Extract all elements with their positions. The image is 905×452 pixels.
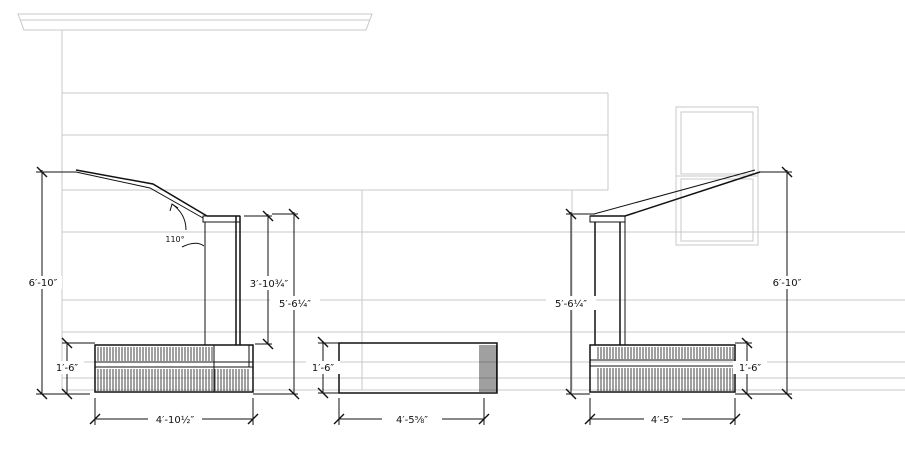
bench-end-slats xyxy=(479,345,497,392)
bench-slats xyxy=(597,368,734,391)
middle-bench-view: 1′-6″ 4′-5⅝″ xyxy=(306,336,498,426)
right-bench-height-label: 1′-6″ xyxy=(739,363,762,374)
post-height-label: 5′-6¼″ xyxy=(279,298,311,310)
left-pergola-view: 6′-10″ 1′-6″ 4′-10½″ 3′-10¾″ 5′-6¼″ xyxy=(24,166,320,426)
right-pergola-view: 5′-6¼″ 6′-10″ 1′-6″ 4′-5″ xyxy=(546,166,806,426)
bench-slats xyxy=(97,347,213,361)
bench-slats xyxy=(597,347,734,359)
background-building xyxy=(17,13,905,391)
upper-height-label: 3′-10¾″ xyxy=(250,279,289,290)
middle-width-label: 4′-5⅝″ xyxy=(396,415,428,426)
right-post-height-label: 5′-6¼″ xyxy=(555,298,587,310)
right-total-height-label: 6′-10″ xyxy=(773,278,802,289)
total-height-label: 6′-10″ xyxy=(29,278,58,289)
middle-height-label: 1′-6″ xyxy=(312,363,335,374)
roof-angle-label: 110° xyxy=(165,235,184,244)
bench-height-label: 1′-6″ xyxy=(56,363,79,374)
right-width-label: 4′-5″ xyxy=(651,415,674,426)
bench-slats xyxy=(97,369,249,391)
bench-width-label: 4′-10½″ xyxy=(156,414,195,426)
